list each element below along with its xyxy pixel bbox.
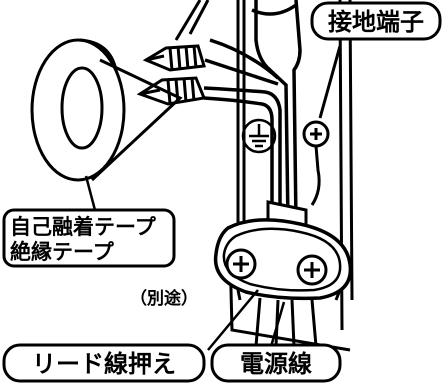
ground-terminal-text: 接地端子 [328,8,424,36]
insulation-tape-text: 絶縁テープ [10,240,115,264]
tape-label: 自己融着テープ 絶縁テープ [2,208,176,268]
cable-bundle [203,0,302,223]
power-cable-label: 電源線 [210,343,342,383]
ground-terminal [302,45,342,206]
self-fusing-tape-text: 自己融着テープ [10,215,157,239]
lead-clamp-label: リード線押え [2,343,206,383]
ground-symbol-icon [241,118,277,154]
crimp-connector-upper [142,44,206,72]
leader-lines [84,175,286,351]
lead-wires [174,0,210,41]
phillips-screw-icon [296,254,328,286]
power-cable-text: 電源線 [240,350,312,378]
power-cable [254,297,318,347]
ground-terminal-label: 接地端子 [310,1,442,41]
separate-note-text: （別途） [130,288,198,309]
tape-roll [30,38,183,182]
phillips-screw-icon [225,248,257,280]
lead-clamp-text: リード線押え [32,350,176,378]
